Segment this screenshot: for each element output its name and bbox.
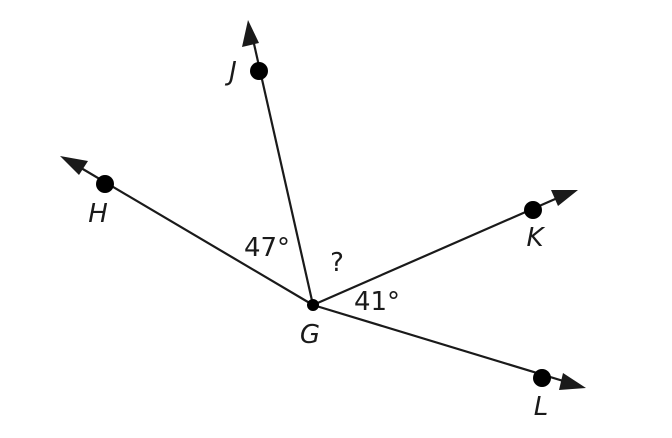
ray-gh: [60, 156, 314, 306]
ray-gh-arrow-icon: [60, 156, 88, 175]
label-h: H: [88, 199, 108, 229]
ray-gl: [312, 303, 586, 390]
point-h: [96, 175, 114, 193]
point-g: [307, 299, 319, 311]
ray-gk-arrow-icon: [551, 190, 578, 206]
label-g: G: [300, 320, 320, 350]
label-k: K: [526, 223, 545, 253]
point-l: [533, 369, 551, 387]
label-j: J: [224, 57, 237, 87]
ray-gj: [242, 20, 315, 306]
ray-gk: [312, 190, 578, 307]
ray-gj-arrow-icon: [242, 20, 259, 47]
angle-jgk-label: ?: [330, 248, 344, 278]
point-j: [250, 62, 268, 80]
point-k: [524, 201, 542, 219]
ray-gl-arrow-icon: [559, 373, 586, 390]
angle-kgl-label: 41°: [354, 287, 400, 317]
label-l: L: [534, 392, 549, 422]
angle-hgj-label: 47°: [244, 233, 290, 263]
